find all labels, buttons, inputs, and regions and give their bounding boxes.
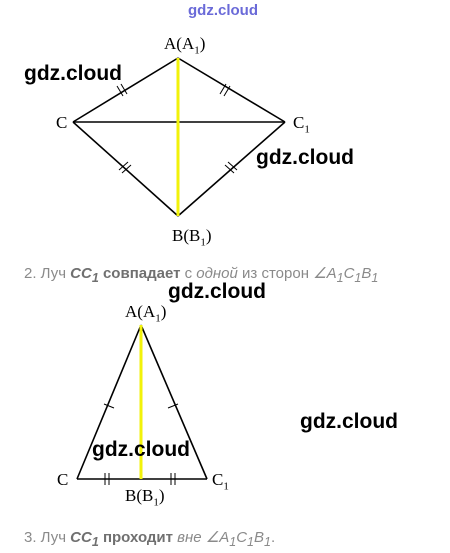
watermark: gdz.cloud	[256, 146, 354, 169]
label-c1-fig2: C1	[212, 470, 229, 493]
figure-2	[76, 324, 208, 485]
segment-c1-b	[177, 121, 286, 217]
watermark: gdz.cloud	[300, 410, 398, 433]
label-c1-fig1: C1	[293, 113, 310, 136]
label-a-fig1: A(A1)	[164, 34, 206, 57]
figure-1	[72, 57, 286, 217]
segment-c-b	[72, 121, 179, 217]
segment-a-c-2	[76, 324, 142, 480]
equal-tick-marks-2	[103, 403, 179, 485]
label-c-fig1: C	[56, 113, 68, 132]
label-b-fig2: B(B1)	[125, 486, 165, 509]
segment-a-c1-2	[140, 324, 208, 480]
segment-a-c1	[177, 57, 286, 123]
watermark-top: gdz.cloud	[188, 2, 258, 19]
watermark: gdz.cloud	[92, 438, 190, 461]
equal-tick-marks	[116, 83, 238, 174]
segment-a-c	[72, 57, 179, 123]
watermark: gdz.cloud	[168, 280, 266, 303]
label-c-fig2: C	[57, 470, 69, 489]
label-a-fig2: A(A1)	[125, 302, 167, 325]
caption-2: 2. Луч CC1 совпадает с одной из сторон ∠…	[24, 265, 379, 285]
label-b-fig1: B(B1)	[172, 226, 212, 249]
caption-3: 3. Луч CC1 проходит вне ∠A1C1B1.	[24, 529, 276, 549]
watermark: gdz.cloud	[24, 62, 122, 85]
